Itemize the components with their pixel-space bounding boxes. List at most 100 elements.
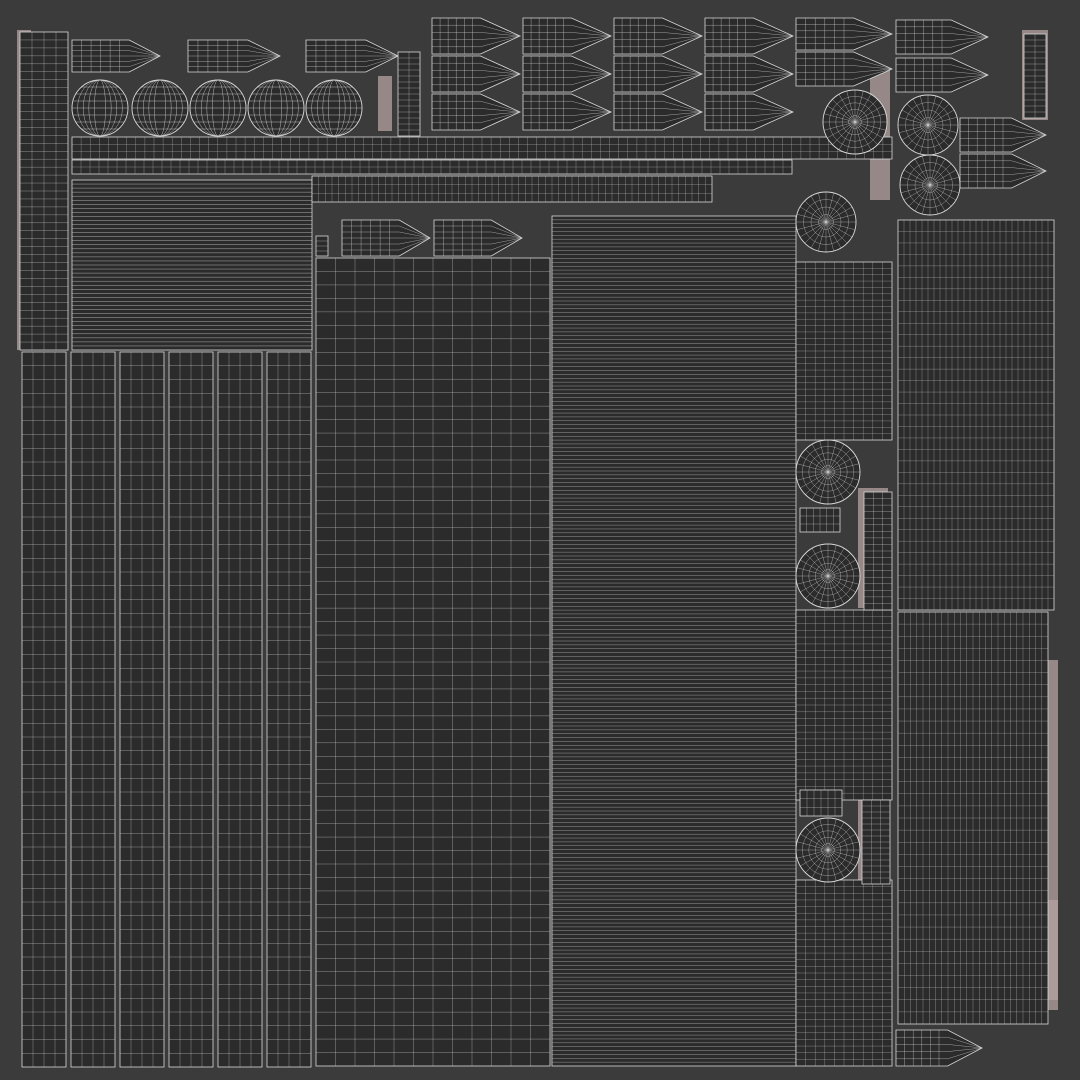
cap-ring	[810, 206, 842, 238]
cap-parallels	[306, 86, 362, 130]
bullet-islands-layer	[71, 17, 1047, 1067]
bullet-wire	[614, 56, 703, 92]
uv-strip-island	[799, 507, 841, 533]
uv-bullet-island	[704, 55, 794, 93]
island-wire	[22, 352, 66, 1067]
uv-cap-island	[71, 79, 129, 137]
island-wire	[72, 183, 312, 347]
uv-bullet-island	[895, 19, 989, 55]
cap-ring	[829, 96, 881, 148]
highlight-region	[378, 76, 392, 131]
cap-spokes	[796, 544, 860, 608]
uv-bullet-island	[895, 57, 989, 93]
uv-strip-island	[315, 257, 551, 1067]
uv-cap-island	[795, 191, 857, 253]
island-wire	[864, 492, 892, 610]
cap-ring	[907, 162, 953, 208]
cap-spokes	[796, 440, 860, 504]
island-wire	[796, 880, 892, 1066]
uv-strip-island	[21, 351, 67, 1068]
island-wire	[552, 219, 796, 1063]
uv-bullet-island	[431, 93, 521, 131]
island-wire	[72, 137, 892, 159]
island-wire	[800, 508, 840, 532]
cap-spokes	[823, 90, 887, 154]
bullet-wire	[705, 18, 794, 54]
uv-strip-island	[795, 261, 893, 441]
bullet-wire	[796, 18, 893, 50]
uv-bullet-island	[959, 117, 1047, 153]
uv-cap-island	[822, 89, 888, 155]
island-wire	[267, 352, 311, 1067]
uv-strip-island	[1023, 33, 1047, 119]
uv-strip-island	[551, 215, 797, 1067]
uv-strip-island	[863, 491, 893, 611]
uv-bullet-island	[613, 93, 703, 131]
cap-ring	[802, 446, 854, 498]
cap-ring	[835, 102, 875, 142]
cap-ring	[802, 550, 854, 602]
bullet-wire	[432, 18, 521, 54]
cap-spokes	[898, 95, 958, 155]
cap-ring	[808, 452, 848, 492]
cap-spokes	[900, 155, 960, 215]
island-wire	[796, 610, 892, 800]
uv-bullet-island	[431, 55, 521, 93]
cap-ring	[818, 214, 834, 230]
uv-strip-island	[795, 879, 893, 1067]
uv-bullet-island	[71, 39, 161, 73]
cap-ring	[815, 837, 842, 864]
uv-cap-island	[899, 154, 961, 216]
uv-bullet-island	[431, 17, 521, 55]
cap-ring	[821, 569, 835, 583]
island-wire	[20, 32, 68, 350]
island-wire	[316, 258, 550, 1066]
cap-ring	[920, 117, 936, 133]
island-wire	[862, 800, 890, 884]
uv-cap-island	[795, 543, 861, 609]
cap-ring	[912, 109, 944, 141]
cap-ring	[808, 830, 848, 870]
uv-strip-island	[168, 351, 214, 1068]
cap-ring	[815, 459, 842, 486]
uv-bullet-island	[795, 17, 894, 51]
uv-bullet-island	[522, 93, 612, 131]
uv-cap-island	[305, 79, 363, 137]
bullet-wire	[523, 56, 612, 92]
uv-strip-island	[71, 136, 893, 160]
bullet-wire	[896, 58, 989, 92]
cap-ring	[802, 824, 854, 876]
uv-strip-island	[861, 799, 891, 885]
bullet-wire	[432, 94, 521, 130]
cap-spokes	[796, 192, 856, 252]
cap-ring	[842, 108, 869, 135]
uv-bullet-island	[187, 39, 281, 73]
uv-strip-island	[311, 175, 713, 203]
uv-bullet-island	[704, 17, 794, 55]
cap-ring	[821, 843, 835, 857]
bullet-wire	[960, 154, 1047, 188]
cap-spokes	[796, 818, 860, 882]
uv-bullet-island	[795, 51, 893, 87]
cap-ring	[905, 102, 951, 148]
bullet-wire	[434, 220, 523, 256]
uv-bullet-island	[433, 219, 523, 257]
uv-bullet-island	[895, 1029, 983, 1067]
strip-islands-layer	[19, 31, 1055, 1068]
uv-strip-island	[897, 611, 1049, 1025]
cap-ring	[821, 465, 835, 479]
uv-bullet-island	[341, 219, 431, 257]
island-wire	[218, 352, 262, 1067]
cap-parallels	[132, 86, 188, 130]
bullet-wire	[523, 94, 612, 130]
uv-bullet-island	[704, 93, 794, 131]
uv-strip-island	[315, 235, 329, 257]
uv-strip-island	[897, 219, 1055, 611]
cap-ring	[803, 199, 849, 245]
cap-parallels	[248, 86, 304, 130]
uv-bullet-island	[305, 39, 399, 73]
uv-strip-island	[71, 179, 313, 351]
cap-ring	[848, 115, 862, 129]
island-wire	[169, 352, 213, 1067]
